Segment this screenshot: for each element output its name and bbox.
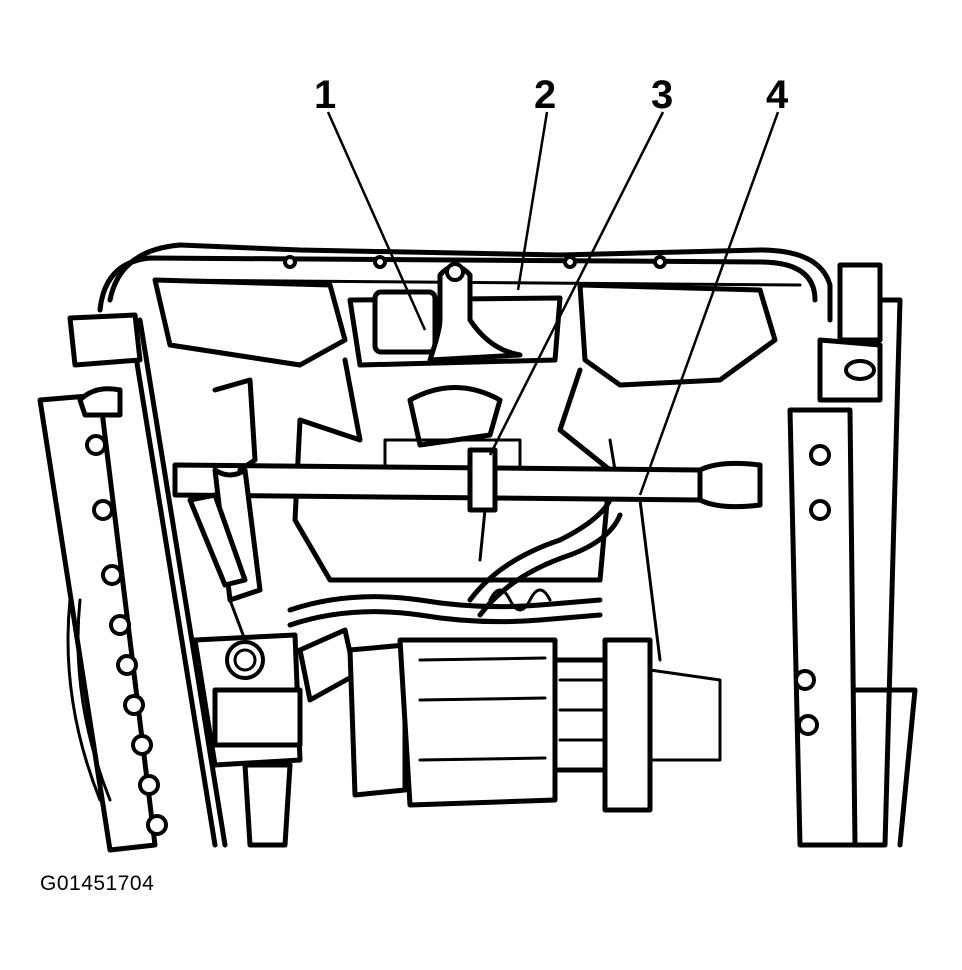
central-mount xyxy=(292,357,613,583)
callout-2: 2 xyxy=(534,73,556,117)
starter-motor xyxy=(347,637,722,813)
left-rail xyxy=(37,312,228,853)
right-rail xyxy=(787,262,918,848)
leader-2 xyxy=(516,111,549,291)
left-mount-assembly xyxy=(192,627,358,848)
leader-3 xyxy=(488,111,665,456)
leader-1 xyxy=(326,111,427,331)
crossbar xyxy=(172,438,763,662)
figure-id-label: G01451704 xyxy=(40,872,155,895)
callout-3: 3 xyxy=(651,73,673,117)
shift-linkage xyxy=(187,377,263,642)
leader-4 xyxy=(638,111,780,496)
callout-labels: 1 2 3 4 xyxy=(314,73,789,117)
transmission-housing xyxy=(152,262,778,388)
callout-1: 1 xyxy=(314,73,336,117)
hoses xyxy=(66,497,623,802)
callout-4: 4 xyxy=(766,73,789,117)
callout-leaders xyxy=(326,111,780,496)
